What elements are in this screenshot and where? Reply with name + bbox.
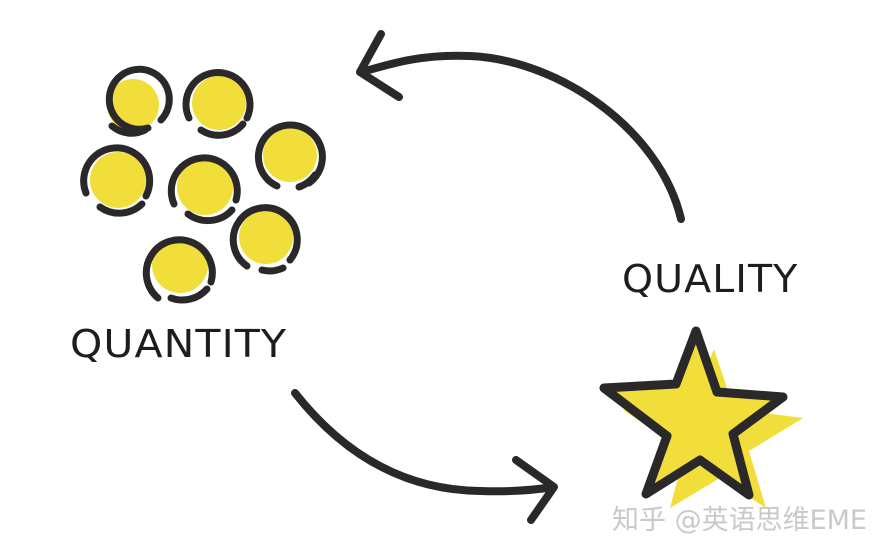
- circle-icon: [142, 236, 216, 304]
- quality-label: QUALITY: [622, 257, 799, 301]
- curved-arrow-right-icon: [291, 389, 558, 524]
- quantity-label: QUANTITY: [70, 322, 288, 366]
- circle-icon: [167, 154, 241, 225]
- circle-icon: [80, 144, 154, 217]
- circle-icon: [105, 65, 173, 137]
- circle-icon: [254, 121, 326, 191]
- circles-cluster-icon: [80, 65, 326, 304]
- circle-icon: [182, 68, 254, 139]
- star-icon: [599, 326, 803, 508]
- watermark-text: 知乎 @英语思维EME: [612, 505, 867, 536]
- circle-icon: [229, 204, 301, 275]
- curved-arrow-left-icon: [356, 30, 685, 223]
